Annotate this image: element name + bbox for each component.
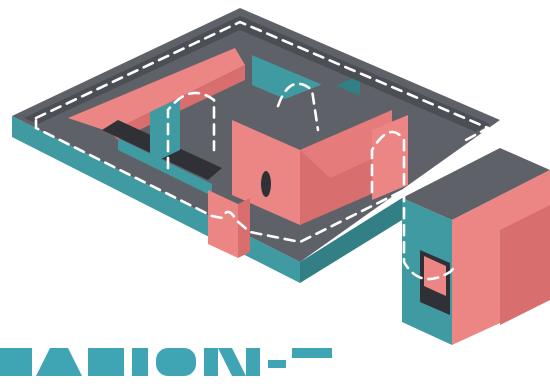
maze-illustration <box>0 0 550 362</box>
right-tower <box>402 148 550 345</box>
cropped-title-text <box>0 323 336 387</box>
portal-hole <box>261 171 271 197</box>
cropped-title-glyph-tops <box>0 336 336 376</box>
